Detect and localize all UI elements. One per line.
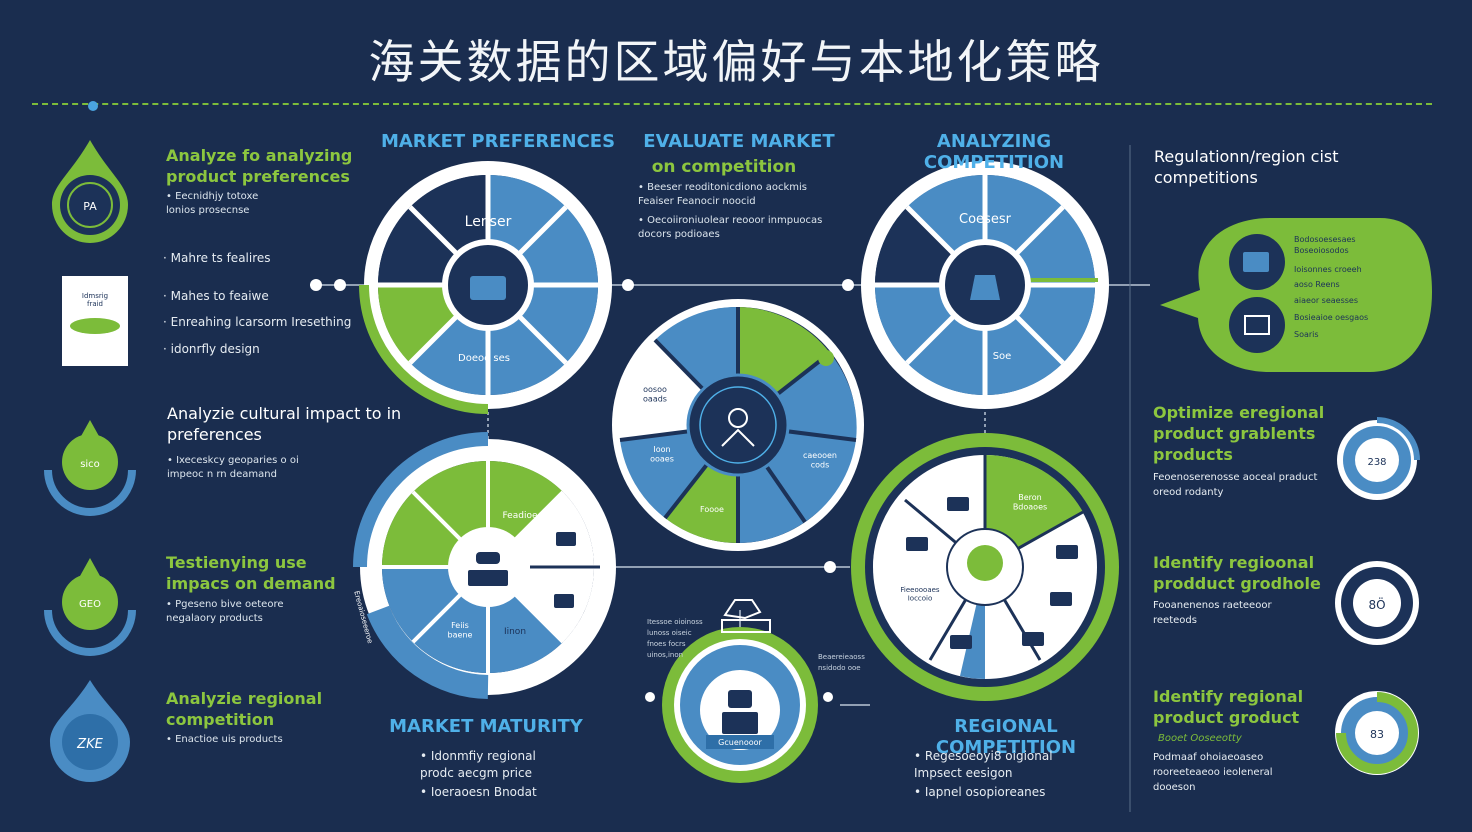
- badge-side-right-text: Beaereieaoss nsidodo ooe: [818, 653, 865, 672]
- svg-text:Feadioe: Feadioe: [503, 511, 538, 521]
- maturity-bullet: • Idonmfiy regional prodc aecgm price: [420, 749, 536, 780]
- svg-text:Iinon: Iinon: [504, 627, 526, 637]
- left-bullet-2: • Ixeceskcy geoparies o oi impeoc n rn d…: [167, 455, 299, 480]
- right-heading-3: Identify regioonal prodduct grodhole: [1153, 553, 1321, 593]
- wheel-analyzing-competition: Coesesr Soe: [861, 161, 1109, 409]
- bubble-line: aiaeor seaesses: [1294, 296, 1359, 305]
- list-item: · Mahes to feaiwe: [163, 289, 269, 303]
- card-line-2: fraid: [86, 300, 104, 308]
- evaluate-bullet: • Beeser reoditonicdiono aockmis Feaiser…: [638, 182, 807, 207]
- bubble-line: Bosieaioe oesgaos: [1294, 313, 1369, 322]
- svg-text:sico: sico: [80, 459, 100, 470]
- bubble-line: Soaris: [1294, 330, 1319, 339]
- bubble-line: aoso Reens: [1294, 280, 1340, 289]
- badge-bottom-center: Gcuenooor: [662, 599, 818, 783]
- svg-text:8Ö: 8Ö: [1368, 596, 1385, 612]
- left-heading-2: Analyzie cultural impact to in preferenc…: [167, 404, 402, 444]
- svg-text:Doeoo ses: Doeoo ses: [458, 353, 510, 364]
- left-heading-3: Testienying use impacs on demand: [166, 553, 336, 593]
- right-body-4: Podmaaf ohoiaeoaseo rooreeteaeoo ieolene…: [1153, 752, 1273, 793]
- right-heading-2: Optimize eregional product grablents pro…: [1153, 403, 1325, 464]
- left-heading-4: Analyzie regional competition: [166, 689, 323, 729]
- svg-text:238: 238: [1367, 457, 1386, 468]
- heading-market-preferences: MARKET PREFERENCES: [380, 131, 616, 152]
- card-line-1: Idmsrig: [81, 292, 109, 300]
- right-body-3: Fooanenenos raeteeoor reeteods: [1153, 600, 1272, 626]
- title-divider: [32, 103, 1432, 105]
- drop-icon-blue: ZKE: [50, 680, 130, 782]
- heading-regional-competition: REGIONAL COMPETITION: [935, 716, 1077, 758]
- right-sub-4: Booet Ooseeotty: [1158, 733, 1242, 744]
- badge-side-left-text: Itessoe oioinoss lunoss oiseic fnoes foc…: [647, 618, 703, 659]
- pod-icon-green-2: GEO: [44, 558, 136, 656]
- list-item: · Mahre ts fealires: [163, 251, 271, 265]
- ring-1: 238: [1337, 417, 1420, 500]
- bubble-line: Ioisonnes croeeh: [1294, 265, 1362, 274]
- maturity-bullet: • Ioeraoesn Bnodat: [420, 785, 537, 799]
- svg-text:Foooe: Foooe: [700, 505, 724, 514]
- ring-3: 83: [1335, 691, 1419, 775]
- heading-market-maturity: MARKET MATURITY: [389, 716, 583, 737]
- svg-text:Soe: Soe: [993, 351, 1012, 362]
- svg-text:PA: PA: [83, 200, 97, 213]
- heading-analyzing-competition: ANALYZING COMPETITION: [923, 131, 1065, 173]
- speech-bubble: [1160, 218, 1432, 372]
- list-item: · idonrfly design: [163, 342, 260, 356]
- left-heading-1: Analyze fo analyzing product preferences: [166, 146, 353, 186]
- evaluate-bullet: • Oecoiironiuolear reooor inmpuocas doco…: [638, 215, 823, 240]
- divider-dot: [88, 101, 98, 111]
- heading-evaluate-market: EVALUATE MARKET: [643, 131, 835, 152]
- left-bullet-3: • Pgeseno bive oeteore negalaory product…: [166, 599, 284, 624]
- svg-text:Gcuenooor: Gcuenooor: [718, 738, 762, 747]
- drop-icon-green: PA: [52, 140, 128, 243]
- pod-icon-green-1: sico: [44, 420, 136, 516]
- ring-2: 8Ö: [1335, 561, 1419, 645]
- right-body-2: Feoenoserenosse aoceal praduct oreod rod…: [1153, 472, 1318, 498]
- wheel-market-preferences: Lenser Doeoo ses: [359, 161, 612, 414]
- svg-text:ZKE: ZKE: [76, 737, 103, 752]
- page-title: 海关数据的区域偏好与本地化策略: [368, 35, 1104, 89]
- svg-text:GEO: GEO: [79, 599, 101, 610]
- list-item: · Enreahing lcarsorm Iresething: [163, 315, 352, 329]
- left-bullet-4: • Enactioe uis products: [166, 734, 283, 745]
- product-card: Idmsrig fraid: [62, 276, 128, 366]
- svg-text:Lenser: Lenser: [465, 214, 512, 230]
- left-bullet-1: • Eecnidhjy totoxe lonios prosecnse: [166, 191, 259, 216]
- regional-bullet: • Regesoeoyi8 oigional Impsect eesigon: [914, 749, 1053, 780]
- regional-bullet: • Iapnel osopioreanes: [914, 785, 1046, 799]
- svg-text:83: 83: [1370, 728, 1384, 741]
- right-heading-4: Identify regional product groduct: [1153, 687, 1304, 727]
- svg-text:Coesesr: Coesesr: [959, 212, 1012, 227]
- bubble-line: Bodosoesesaes Boseoiosodos: [1294, 235, 1356, 255]
- heading-on-competition: on competition: [651, 157, 797, 177]
- right-heading-1: Regulationn/region cist competitions: [1154, 147, 1339, 187]
